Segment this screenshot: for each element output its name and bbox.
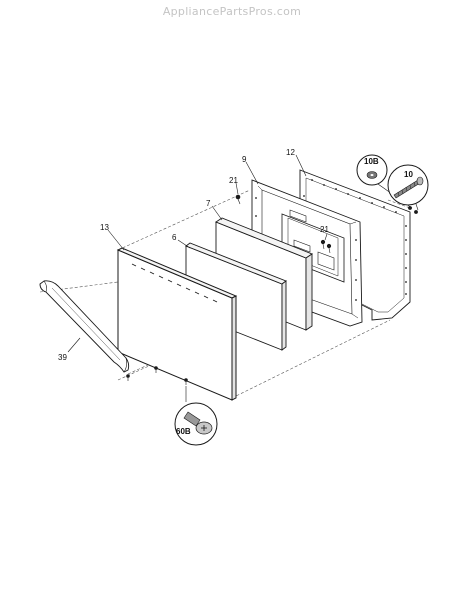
label-part-21-upper: 21 — [229, 176, 238, 185]
label-part-12: 12 — [286, 148, 295, 157]
label-part-6: 6 — [172, 233, 177, 242]
part-9-lower-bracket — [293, 239, 311, 253]
label-part-9: 9 — [242, 155, 247, 164]
leader-lines — [67, 154, 328, 353]
callout-60B-screw — [174, 386, 218, 446]
label-part-7: 7 — [206, 199, 211, 208]
part-60B-screws — [126, 366, 188, 385]
part-39-door-handle — [39, 280, 130, 373]
part-13-vent-slots — [131, 263, 218, 303]
part-9-upper-bracket — [289, 209, 307, 223]
part-13-outer-door-panel — [116, 247, 238, 401]
label-part-13: 13 — [100, 223, 109, 232]
site-watermark: AppliancePartsPros.com — [162, 5, 302, 18]
label-part-21-lower: 21 — [320, 225, 329, 234]
screws — [126, 194, 418, 385]
label-part-10: 10 — [404, 170, 413, 179]
label-part-10B: 10B — [364, 157, 379, 166]
part-9-hinge-bracket — [317, 251, 335, 271]
part-21-lower-screws — [320, 239, 332, 254]
part-21-upper-screw — [235, 194, 241, 205]
label-part-39: 39 — [58, 353, 67, 362]
callout-10-screw — [387, 164, 429, 211]
part-labels: 9 12 21 21 7 6 13 39 10B 10 60B — [58, 148, 413, 436]
label-part-60B: 60B — [176, 427, 191, 436]
